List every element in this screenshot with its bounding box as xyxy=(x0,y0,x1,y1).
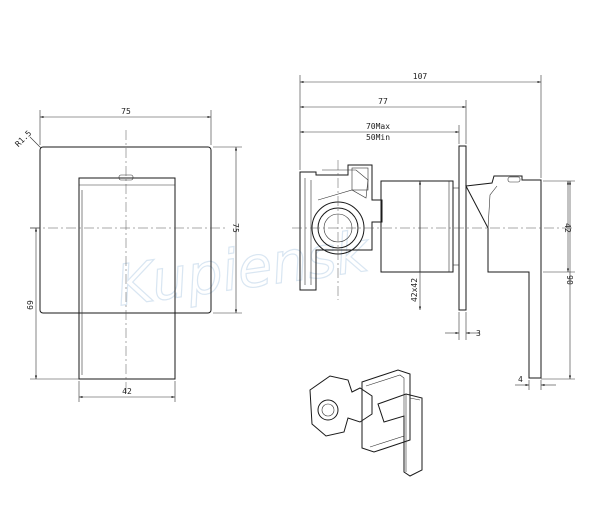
dim-label-install-max: 70Max xyxy=(366,122,390,131)
dim-label-body-length: 77 xyxy=(378,97,388,106)
dim-valve-size: 42x42 xyxy=(410,181,422,310)
dim-label-radius: R1.5 xyxy=(13,129,33,149)
dim-label-handle-height: 69 xyxy=(26,300,35,310)
valve-bracket xyxy=(299,164,383,291)
iso-handle xyxy=(377,393,423,477)
iso-plate xyxy=(361,369,411,453)
dim-plate-thickness: 3 xyxy=(445,312,481,340)
dim-label-plate-thickness: 3 xyxy=(476,329,481,338)
dim-label-valve-size: 42x42 xyxy=(410,278,419,302)
dim-plate-width: 75 xyxy=(39,107,212,145)
dim-handle-width: 42 xyxy=(78,381,176,402)
iso-valve xyxy=(309,375,373,437)
dim-label-plate-height: 75 xyxy=(231,223,240,233)
handle-front xyxy=(78,177,176,380)
dim-label-lever-thickness: 4 xyxy=(518,375,523,384)
dim-overall-height: 90 xyxy=(541,181,575,380)
valve-body xyxy=(380,180,454,273)
dim-overall-length: 107 xyxy=(299,72,542,178)
dim-label-handle-size: 42 xyxy=(563,223,572,233)
dim-lever-thickness: 4 xyxy=(515,375,556,390)
dim-label-install-min: 50Min xyxy=(366,133,390,142)
dim-plate-height: 75 xyxy=(213,146,242,314)
dim-install-depth: 70Max 50Min xyxy=(300,122,460,144)
side-view: 107 77 70Max 50Min 42x42 3 xyxy=(292,72,575,390)
dim-label-overall-height: 90 xyxy=(565,275,574,285)
dim-radius: R1.5 xyxy=(13,129,42,149)
watermark: Kupiensk xyxy=(112,219,374,319)
dim-label-handle-width: 42 xyxy=(122,387,132,396)
handle-side xyxy=(465,175,542,379)
isometric-view xyxy=(309,369,423,477)
dim-label-plate-width: 75 xyxy=(121,107,131,116)
dim-body-length: 77 xyxy=(300,97,467,144)
dim-label-overall-length: 107 xyxy=(413,72,428,81)
dim-handle-height: 69 xyxy=(26,227,79,380)
cover-plate xyxy=(39,146,212,314)
